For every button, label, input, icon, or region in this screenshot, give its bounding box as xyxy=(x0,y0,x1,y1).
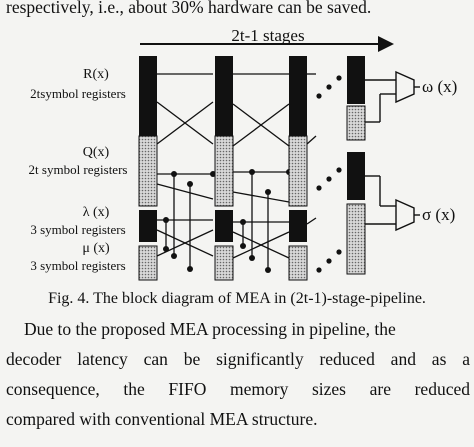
paragraph-line-1: Due to the proposed MEA processing in pi… xyxy=(24,319,396,339)
stage3-lambda-register xyxy=(289,210,307,242)
mea-block-diagram: 2t-1 stages R(x) 2tsymbol registers Q(x)… xyxy=(29,26,457,281)
final-mu-register xyxy=(346,203,366,275)
input-desc-lambda: 3 symbol registers xyxy=(30,222,125,237)
stage2-r-register xyxy=(215,56,233,138)
stage-ellipsis xyxy=(316,75,342,273)
stage3-wiring xyxy=(306,73,317,225)
stage2-mu-register xyxy=(214,245,234,281)
stage3-q-register xyxy=(288,135,308,207)
input-label-r: R(x) xyxy=(83,67,109,82)
final-r-register xyxy=(347,56,365,104)
final-lambda-register xyxy=(347,152,365,200)
output-wiring xyxy=(365,79,420,225)
input-label-lambda: λ (x) xyxy=(83,205,110,220)
stage1-lambda-register xyxy=(139,210,157,242)
output-label-sigma: σ (x) xyxy=(422,205,455,224)
stage2-wiring xyxy=(232,73,290,270)
stage1-mu-register xyxy=(138,245,158,281)
omega-mux xyxy=(395,70,415,104)
paragraph-line-4: compared with conventional MEA structure… xyxy=(6,409,318,429)
sigma-mux xyxy=(395,198,415,232)
stage3-r-register xyxy=(289,56,307,138)
input-desc-r: 2tsymbol registers xyxy=(30,86,126,101)
input-label-q: Q(x) xyxy=(83,145,110,160)
final-q-register xyxy=(346,105,366,141)
input-desc-q: 2t symbol registers xyxy=(29,162,128,177)
input-desc-mu: 3 symbol registers xyxy=(30,258,125,273)
stage2-lambda-register xyxy=(215,210,233,242)
stage1-r-register xyxy=(139,56,157,138)
stage3-mu-register xyxy=(288,245,308,281)
paragraph-line-3: consequence, the FIFO memory sizes are r… xyxy=(6,379,470,399)
paragraph-line-2: decoder latency can be significantly red… xyxy=(6,349,470,369)
junction-dots xyxy=(163,169,292,273)
input-label-mu: μ (x) xyxy=(82,241,110,256)
paragraph-line-top: respectively, i.e., about 30% hardware c… xyxy=(6,0,372,17)
output-label-omega: ω (x) xyxy=(422,77,457,96)
stages-label: 2t-1 stages xyxy=(231,26,304,45)
stage1-wiring xyxy=(156,73,214,269)
stage1-q-register xyxy=(138,135,158,207)
figure-caption: Fig. 4. The block diagram of MEA in (2t-… xyxy=(48,290,426,307)
stage2-q-register xyxy=(214,135,234,207)
